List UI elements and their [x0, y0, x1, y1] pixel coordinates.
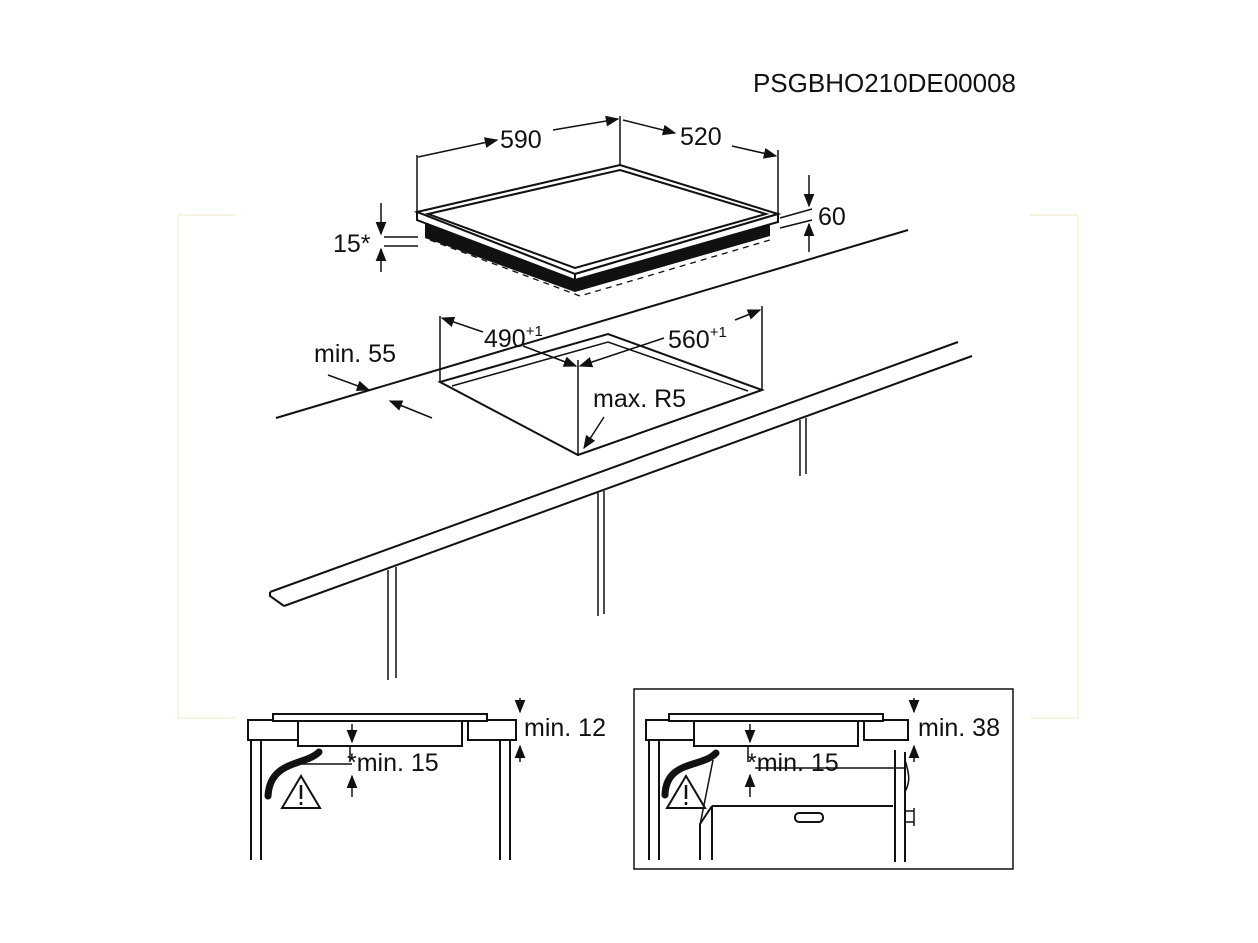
right-clearance-top-label: min. 38 [918, 714, 1000, 742]
hob-height-label: 60 [818, 203, 846, 231]
cutout-width-label: 560+1 [668, 324, 727, 354]
right-clearance-below-label: *min. 15 [747, 749, 839, 777]
warning-triangle-icon [280, 774, 322, 809]
cutout-dimensions [327, 309, 762, 450]
left-clearance-below-label: *min. 15 [347, 749, 439, 777]
cutout-depth-label: 490+1 [484, 323, 543, 353]
page-frame [177, 214, 1079, 719]
warning-triangle-icon [665, 774, 707, 809]
hob-edge-label: 15* [333, 230, 371, 258]
hob-dimensions [375, 115, 815, 272]
hob-width-label: 590 [500, 126, 542, 154]
hob-drawing [413, 163, 782, 297]
document-code: PSGBHO210DE00008 [753, 68, 1016, 98]
left-clearance-top-label: min. 12 [524, 714, 606, 742]
min-front-distance-label: min. 55 [314, 340, 396, 368]
hob-depth-label: 520 [680, 123, 722, 151]
section-right [633, 688, 1014, 870]
corner-radius-label: max. R5 [593, 385, 686, 413]
worktop-drawing [269, 229, 973, 680]
section-left [247, 698, 526, 860]
